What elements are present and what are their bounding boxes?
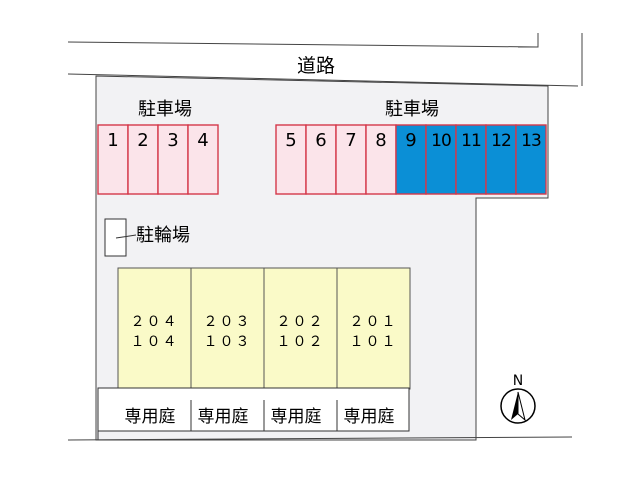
bike-parking-box (104, 218, 127, 257)
road-edge-corner (518, 33, 539, 48)
parking-stall-8 (365, 124, 397, 195)
garden-label: 専用庭 (344, 407, 395, 427)
unit-number-upper: ２０１ (350, 314, 398, 330)
building: ２０４ １０４ ２０３ １０３ ２０２ １０２ ２０１ １０１ (117, 267, 411, 400)
unit-number-upper: ２０４ (131, 314, 179, 330)
unit-4 (336, 267, 411, 390)
unit-number-lower: １０４ (131, 334, 179, 350)
unit-number-lower: １０３ (204, 334, 252, 350)
garden-label: 専用庭 (198, 407, 249, 427)
unit-2 (190, 267, 265, 390)
parking-stall-label-1: 1 (107, 130, 118, 151)
bike-parking-label: 駐輪場 (136, 225, 190, 246)
road-edge-lower (67, 73, 579, 87)
north-compass-icon (500, 388, 536, 424)
parking-stall-label-7: 7 (345, 130, 356, 151)
garden-label: 専用庭 (125, 407, 176, 427)
garden-label: 専用庭 (271, 407, 322, 427)
parking-stall-1 (97, 124, 129, 195)
lot-bottom-edge (67, 436, 573, 441)
parking-label-right: 駐車場 (385, 99, 439, 120)
road-edge-top (67, 41, 539, 48)
unit-number-upper: ２０２ (277, 314, 325, 330)
parking-stall-label-5: 5 (285, 130, 296, 151)
parking-stall-4 (187, 124, 219, 195)
parking-stall-label-9: 9 (405, 130, 416, 151)
unit-number-upper: ２０３ (204, 314, 252, 330)
parking-stall-label-4: 4 (197, 130, 208, 151)
unit-3 (263, 267, 338, 390)
parking-stall-12 (485, 124, 517, 195)
parking-stall-6 (305, 124, 337, 195)
unit-number-lower: １０１ (350, 334, 398, 350)
parking-stall-label-8: 8 (375, 130, 386, 151)
parking-stall-label-12: 12 (491, 131, 511, 151)
parking-stall-7 (335, 124, 367, 195)
compass-label: N (513, 373, 523, 389)
parking-stall-13 (515, 124, 547, 195)
garden-strip (97, 387, 410, 432)
parking-stall-label-11: 11 (461, 131, 481, 151)
unit-1 (117, 267, 192, 390)
parking-label-left: 駐車場 (138, 99, 192, 120)
unit-number-lower: １０２ (277, 334, 325, 350)
parking-stall-3 (157, 124, 189, 195)
parking-stall-label-10: 10 (431, 131, 451, 151)
parking-stall-label-3: 3 (167, 130, 178, 151)
parking-stall-11 (455, 124, 487, 195)
gardens: 専用庭 専用庭 専用庭 専用庭 (125, 400, 395, 431)
parking-stall-label-13: 13 (521, 131, 541, 151)
parking-stall-label-2: 2 (137, 130, 148, 151)
road-label: 道路 (297, 55, 335, 77)
parking-stall-5 (275, 124, 307, 195)
parking-stall-label-6: 6 (315, 130, 326, 151)
parking-stall-10 (425, 124, 457, 195)
bike-parking-leader (115, 234, 137, 239)
